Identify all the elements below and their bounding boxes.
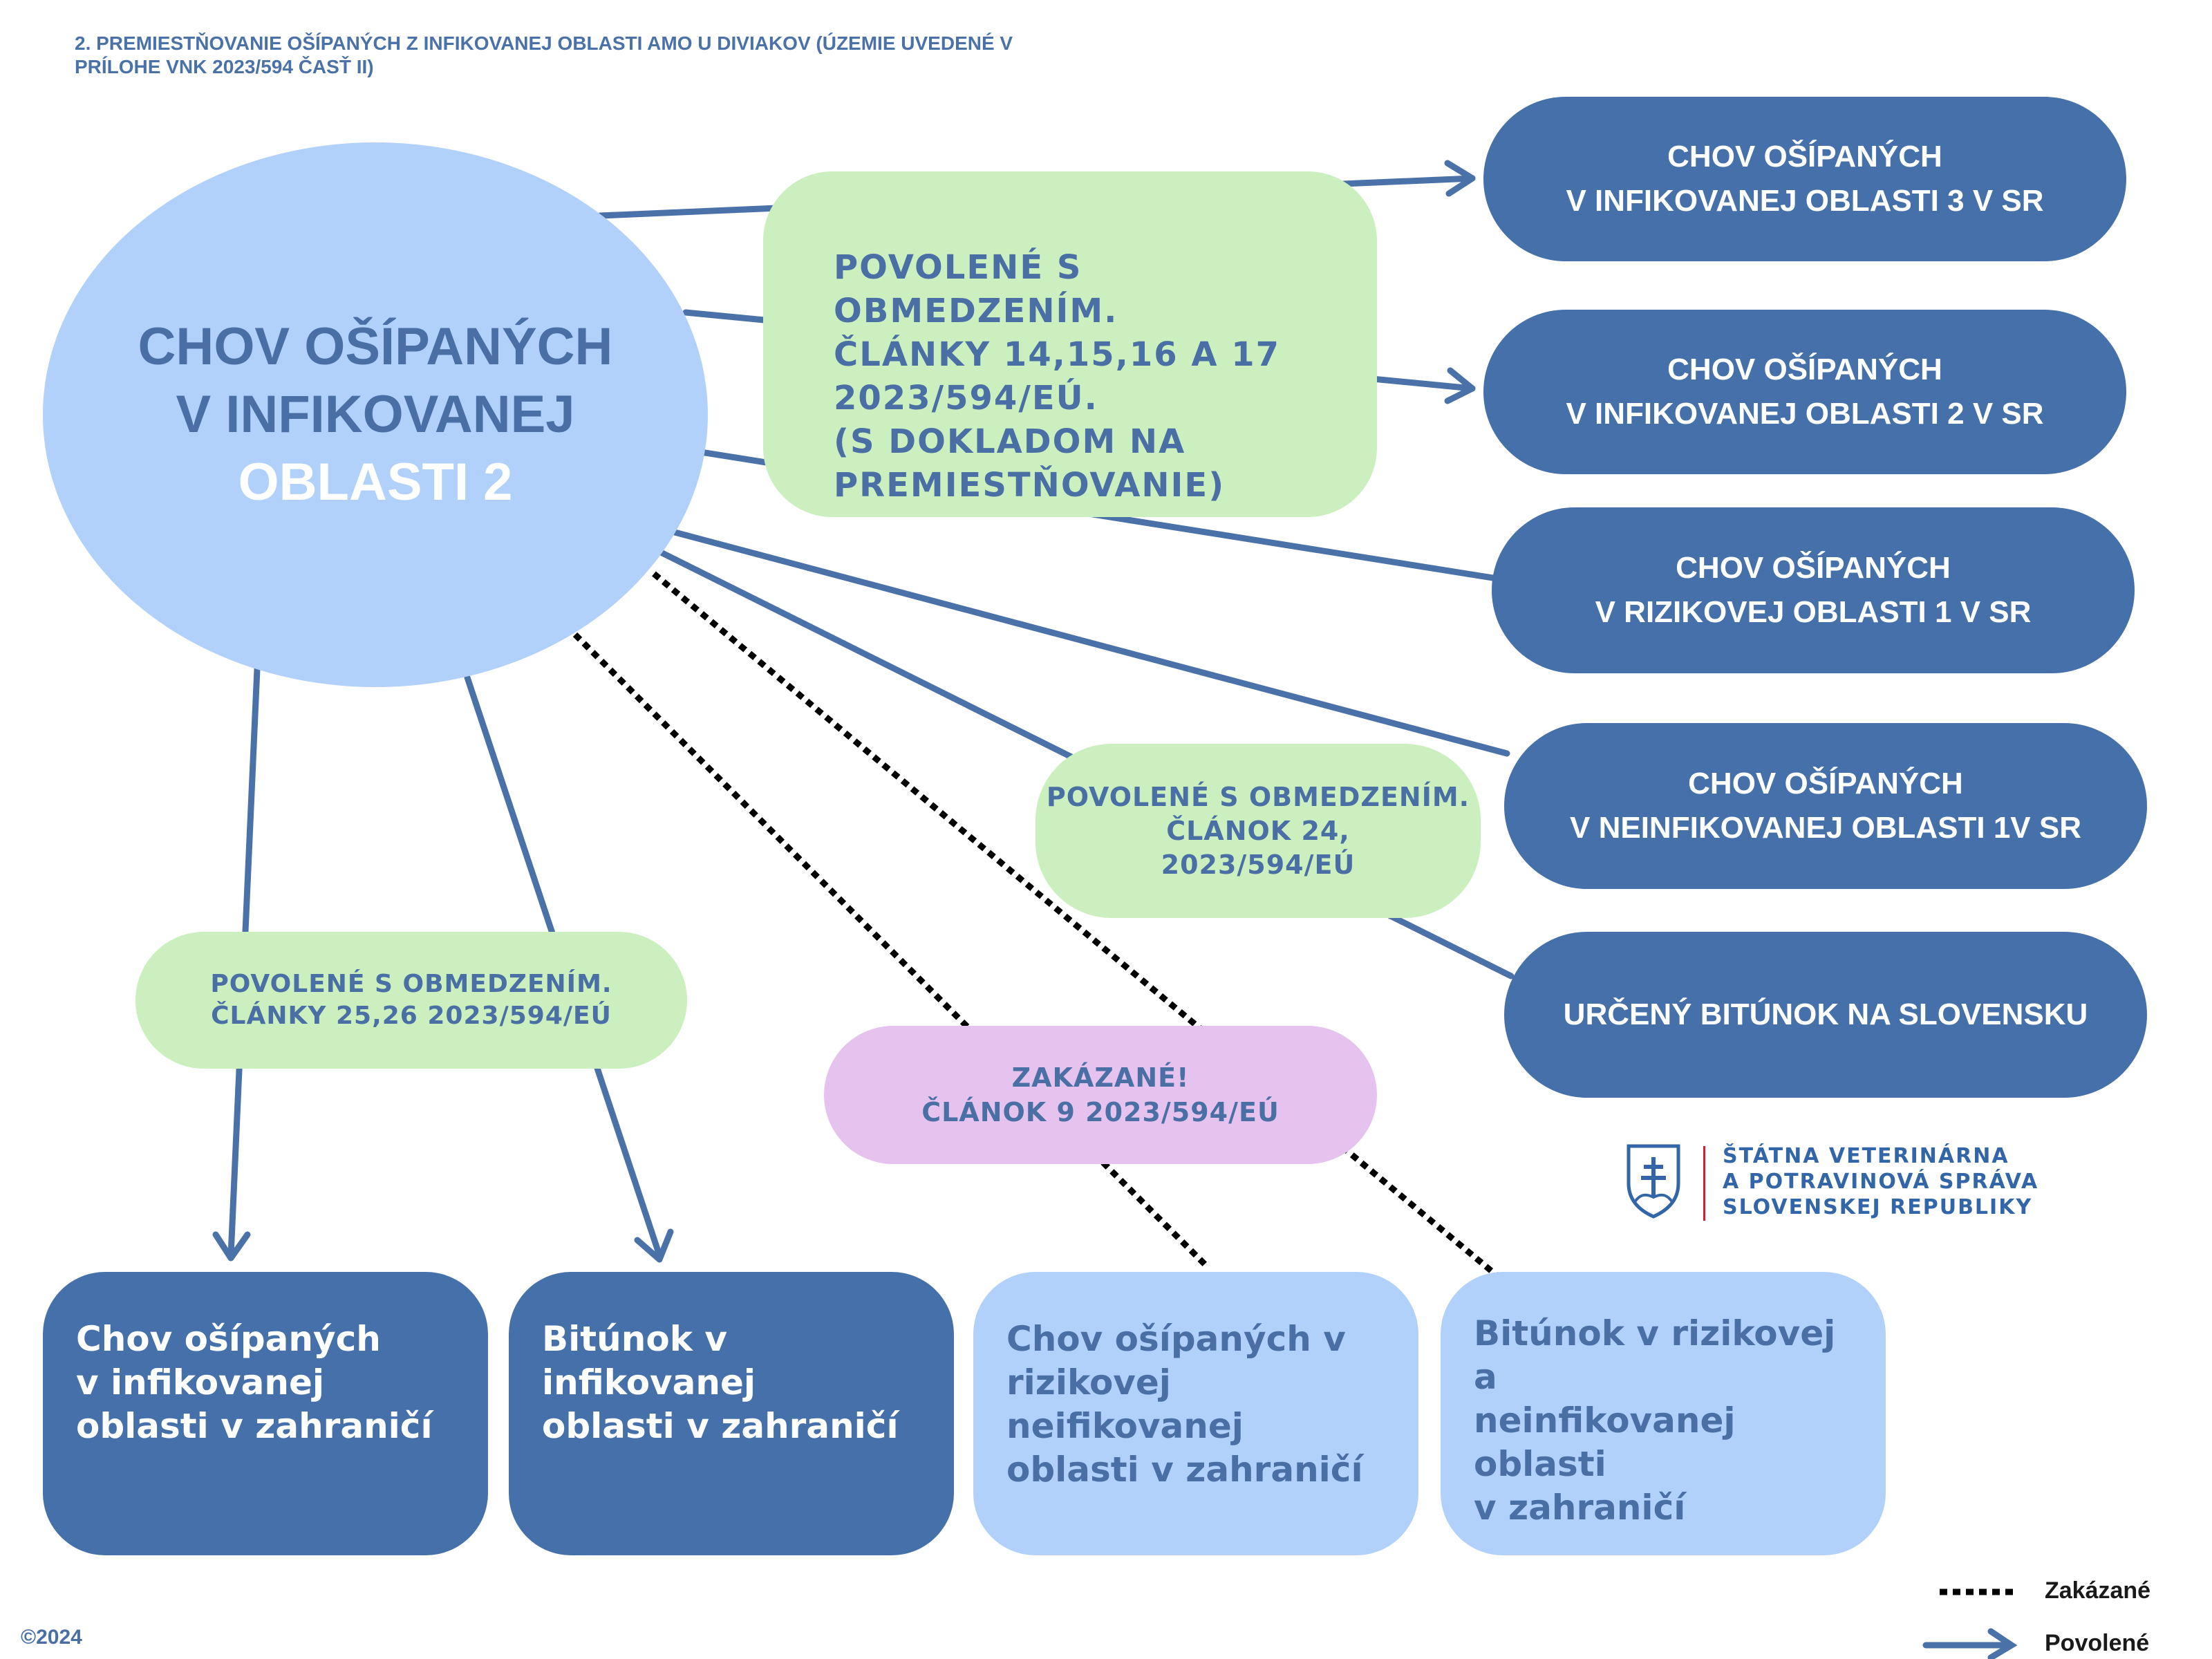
condition-forbidden-line2: ČLÁNOK 9 2023/594/EÚ xyxy=(921,1097,1280,1127)
abroad-farm-line2: v infikovanej xyxy=(76,1362,325,1403)
legend-forbidden-label: Zakázané xyxy=(2045,1577,2151,1604)
destination-sr-area2-line2: V INFIKOVANEJ OBLASTI 2 V SR xyxy=(1566,397,2044,431)
condition-slaughter-line2: ČLÁNOK 24, xyxy=(1166,815,1350,846)
abroad-risk-slaughterhouse-line2: neinfikovanej oblasti xyxy=(1474,1400,1736,1484)
destination-abroad-infected-farm: Chov ošípaných v infikovanej oblasti v z… xyxy=(43,1272,488,1555)
arrowhead-sr-area3 xyxy=(1444,160,1476,197)
abroad-farm-line1: Chov ošípaných xyxy=(76,1319,381,1359)
arrowhead-abroad-farm xyxy=(212,1231,251,1262)
condition-main-line1: POVOLENÉ S OBMEDZENÍM. xyxy=(834,248,1118,330)
destination-sr-area2-line1: CHOV OŠÍPANÝCH xyxy=(1667,353,1942,386)
forbidden-line-abroad-slaughterhouse xyxy=(652,571,1498,1277)
destination-sr-area2: CHOV OŠÍPANÝCH V INFIKOVANEJ OBLASTI 2 V… xyxy=(1483,310,2126,474)
abroad-slaughterhouse-line1: Bitúnok v infikovanej xyxy=(542,1319,756,1403)
page-title: 2. PREMIESTŇOVANIE OŠÍPANÝCH Z INFIKOVAN… xyxy=(75,32,1250,79)
condition-main-line3: 2023/594/EÚ. xyxy=(834,379,1098,418)
legend-allowed-label: Povolené xyxy=(2045,1630,2150,1656)
destination-sr-risk1-line2: V RIZIKOVEJ OBLASTI 1 V SR xyxy=(1595,595,2032,629)
condition-abroad: POVOLENÉ S OBMEDZENÍM. ČLÁNKY 25,26 2023… xyxy=(135,932,687,1069)
condition-slaughter-line1: POVOLENÉ S OBMEDZENÍM. xyxy=(1046,781,1470,812)
abroad-risk-farm-line3: oblasti v zahraničí xyxy=(1006,1450,1363,1490)
legend-arrowhead xyxy=(1987,1628,2018,1659)
source-node: CHOV OŠÍPANÝCH V INFIKOVANEJ OBLASTI 2 xyxy=(43,142,708,687)
destination-abroad-risk-slaughterhouse: Bitúnok v rizikovej a neinfikovanej obla… xyxy=(1441,1272,1886,1555)
destination-sr-risk1: CHOV OŠÍPANÝCH V RIZIKOVEJ OBLASTI 1 V S… xyxy=(1492,507,2135,673)
logo-line2: A POTRAVINOVÁ SPRÁVA xyxy=(1723,1170,2039,1194)
arrowhead-abroad-slaughterhouse xyxy=(634,1228,674,1263)
destination-sr-area3-line1: CHOV OŠÍPANÝCH xyxy=(1667,140,1942,174)
forbidden-line-abroad-farm xyxy=(572,632,1211,1271)
destination-sr-area3: CHOV OŠÍPANÝCH V INFIKOVANEJ OBLASTI 3 V… xyxy=(1483,97,2126,261)
condition-forbidden: ZAKÁZANÉ! ČLÁNOK 9 2023/594/EÚ xyxy=(824,1026,1377,1164)
condition-abroad-line2: ČLÁNKY 25,26 2023/594/EÚ xyxy=(211,1002,612,1030)
logo-divider xyxy=(1703,1146,1705,1221)
arrowhead-sr-area2 xyxy=(1444,367,1476,404)
page-title-line2: PRÍLOHE VNK 2023/594 ČASŤ II) xyxy=(75,56,374,77)
destination-sr-slaughterhouse-line1: URČENÝ BITÚNOK NA SLOVENSKU xyxy=(1563,997,2088,1031)
allowed-line-sr-noninfected1 xyxy=(671,529,1510,757)
destination-sr-noninfected1-line1: CHOV OŠÍPANÝCH xyxy=(1688,767,1963,800)
destination-sr-noninfected1-line2: V NEINFIKOVANEJ OBLASTI 1V SR xyxy=(1570,811,2081,845)
abroad-slaughterhouse-line2: oblasti v zahraničí xyxy=(542,1406,899,1446)
condition-main-line2: ČLÁNKY 14,15,16 A 17 xyxy=(834,335,1281,374)
condition-slaughter: POVOLENÉ S OBMEDZENÍM. ČLÁNOK 24, 2023/5… xyxy=(1035,744,1481,918)
source-line2: V INFIKOVANEJ xyxy=(176,385,575,444)
destination-sr-slaughterhouse: URČENÝ BITÚNOK NA SLOVENSKU xyxy=(1504,932,2147,1098)
abroad-risk-farm-line2: rizikovej neifikovanej xyxy=(1006,1362,1244,1446)
condition-main-line5: PREMIESTŇOVANIE) xyxy=(834,466,1226,505)
destination-abroad-risk-farm: Chov ošípaných v rizikovej neifikovanej … xyxy=(973,1272,1418,1555)
abroad-farm-line3: oblasti v zahraničí xyxy=(76,1406,433,1446)
logo-line3: SLOVENSKEJ REPUBLIKY xyxy=(1723,1195,2033,1219)
logo-line1: ŠTÁTNA VETERINÁRNA xyxy=(1723,1144,2009,1168)
condition-abroad-line1: POVOLENÉ S OBMEDZENÍM. xyxy=(210,970,612,998)
abroad-risk-farm-line1: Chov ošípaných v xyxy=(1006,1319,1346,1359)
source-line1: CHOV OŠÍPANÝCH xyxy=(138,317,613,376)
abroad-risk-slaughterhouse-line1: Bitúnok v rizikovej a xyxy=(1474,1313,1836,1397)
destination-sr-noninfected1: CHOV OŠÍPANÝCH V NEINFIKOVANEJ OBLASTI 1… xyxy=(1504,723,2147,889)
copyright: ©2024 xyxy=(21,1626,82,1649)
logo-text: ŠTÁTNA VETERINÁRNA A POTRAVINOVÁ SPRÁVA … xyxy=(1723,1143,2082,1220)
condition-main: POVOLENÉ S OBMEDZENÍM. ČLÁNKY 14,15,16 A… xyxy=(763,171,1377,517)
condition-main-line4: (S DOKLADOM NA xyxy=(834,422,1186,461)
page-title-line1: 2. PREMIESTŇOVANIE OŠÍPANÝCH Z INFIKOVAN… xyxy=(75,32,1013,54)
slovak-coat-of-arms-icon xyxy=(1627,1144,1680,1219)
condition-slaughter-line3: 2023/594/EÚ xyxy=(1161,849,1356,880)
abroad-risk-slaughterhouse-line3: v zahraničí xyxy=(1474,1488,1686,1528)
source-line3: OBLASTI 2 xyxy=(238,453,513,512)
condition-forbidden-line1: ZAKÁZANÉ! xyxy=(1011,1062,1190,1093)
destination-abroad-infected-slaughterhouse: Bitúnok v infikovanej oblasti v zahranič… xyxy=(509,1272,954,1555)
destination-sr-area3-line2: V INFIKOVANEJ OBLASTI 3 V SR xyxy=(1566,184,2044,218)
destination-sr-risk1-line1: CHOV OŠÍPANÝCH xyxy=(1676,551,1951,585)
